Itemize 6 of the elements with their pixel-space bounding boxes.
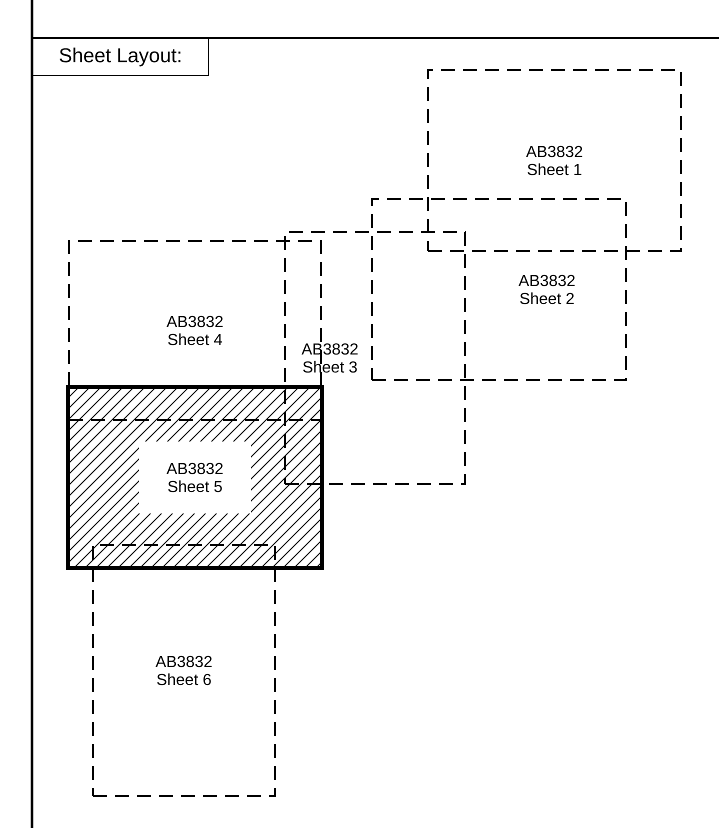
sheet-outline: AB3832 Sheet 6 bbox=[92, 544, 276, 797]
sheet-outline: AB3832 Sheet 1 bbox=[427, 69, 682, 252]
sheet-outline: AB3832 Sheet 2 bbox=[371, 198, 627, 381]
sheet-outline: AB3832 Sheet 3 bbox=[284, 231, 466, 485]
title-box: Sheet Layout: bbox=[32, 38, 209, 76]
hatched-sheet: AB3832 Sheet 5 bbox=[66, 385, 324, 570]
